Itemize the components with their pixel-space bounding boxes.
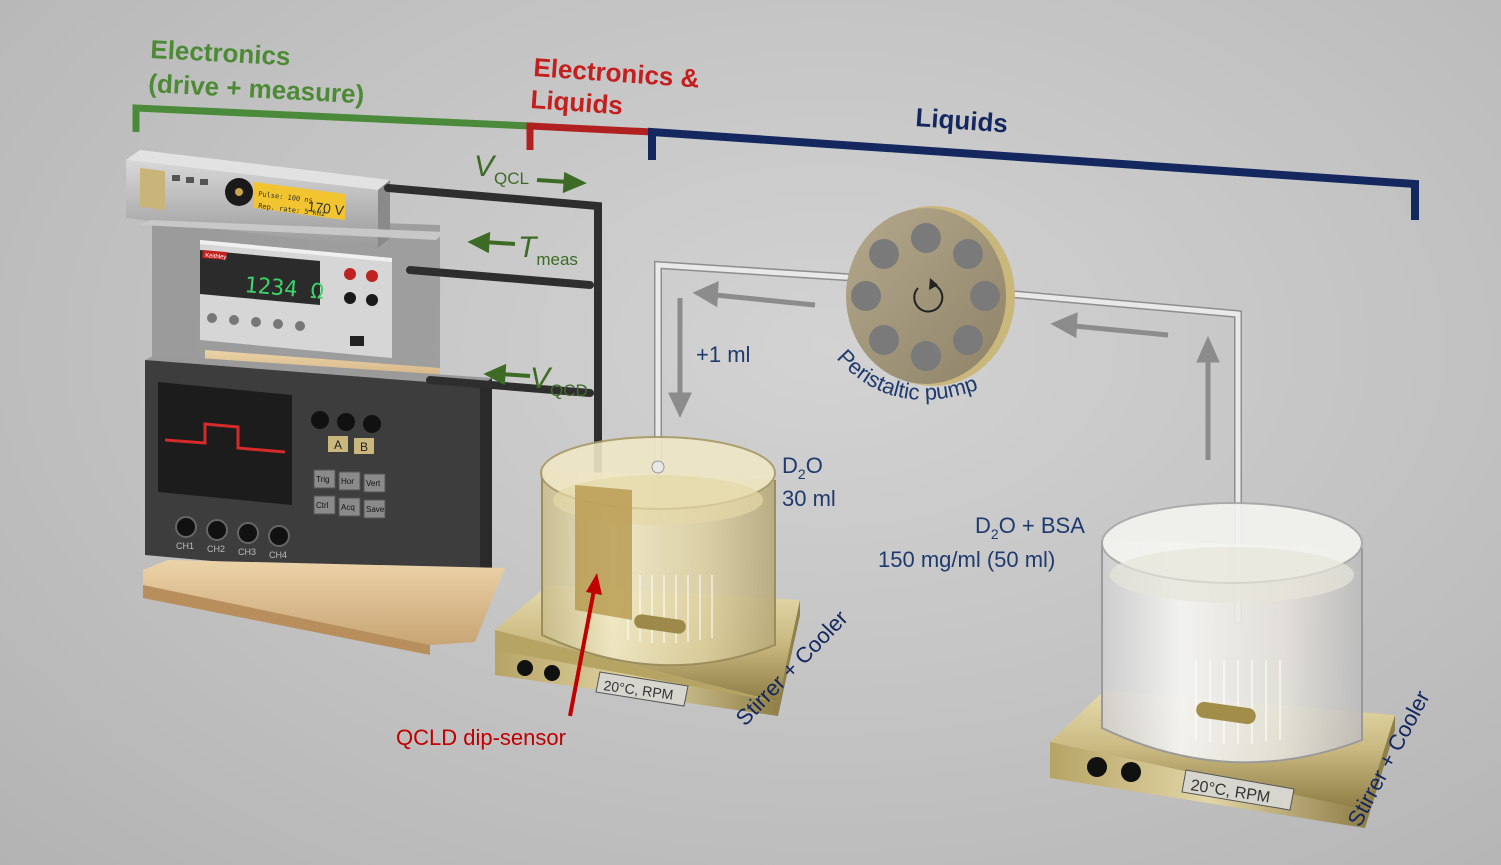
scope-key-label: Vert	[366, 479, 381, 488]
bracket-liquids	[648, 127, 1419, 220]
scope-channel-ch1: CH1	[175, 516, 197, 551]
flow-arrows	[668, 281, 1220, 460]
signal-tmeas-label: Tmeas	[518, 231, 578, 269]
flow-volume-label: +1 ml	[696, 342, 750, 367]
scope-key-acq: Acq	[338, 497, 361, 517]
scope-button-label: B	[360, 440, 368, 454]
oscilloscope-device	[145, 355, 492, 585]
scope-button-a: A	[328, 436, 348, 452]
scope-channel-ch4: CH4	[268, 525, 290, 560]
signal-vqcd-label: VQCD	[530, 362, 588, 400]
scope-key-ctrl: Ctrl	[313, 495, 336, 515]
signal-vqcl-label: VQCL	[474, 150, 529, 188]
scope-key-label: Hor	[341, 477, 354, 486]
sensor-pointer-arrow	[568, 573, 602, 717]
scope-key-hor: Hor	[338, 471, 361, 491]
scope-channel-ch2: CH2	[206, 519, 228, 554]
right-liquid-concentration: 150 mg/ml (50 ml)	[878, 547, 1055, 572]
right-stir-bar	[1196, 701, 1256, 725]
scope-button-label: A	[334, 438, 342, 452]
meter-brand-label: Keithley	[205, 253, 227, 261]
qcl-driver-device: Pulse: 100 ns Rep. rate: 5 kHz 170 V	[126, 150, 390, 248]
scope-channel-ch3: CH3	[237, 522, 259, 557]
scope-channel-label: CH2	[207, 544, 225, 554]
section-electronics-title: Electronics	[150, 34, 292, 71]
scope-key-label: Save	[366, 505, 385, 514]
left-stir-bar	[634, 614, 686, 634]
left-liquid-name: D2O	[782, 453, 823, 482]
left-liquid-volume: 30 ml	[782, 486, 836, 511]
section-electronics-subtitle: (drive + measure)	[148, 68, 365, 109]
right-beaker	[1101, 502, 1363, 764]
scope-channel-label: CH4	[269, 550, 287, 560]
signal-arrows	[467, 171, 587, 386]
scope-channel-label: CH1	[176, 541, 194, 551]
rack-cables	[384, 184, 602, 484]
section-liquids-title: Liquids	[915, 102, 1009, 138]
driver-voltage-display: 170 V	[307, 198, 346, 218]
scope-key-label: Trig	[316, 475, 329, 484]
peristaltic-pump	[846, 206, 1015, 386]
left-beaker	[540, 436, 776, 667]
rotation-icon	[913, 278, 944, 313]
scope-key-trig: Trig	[313, 469, 336, 489]
sensor-label: QCLD dip-sensor	[396, 725, 566, 750]
scope-key-label: Acq	[341, 503, 355, 512]
electronics-rack: Pulse: 100 ns Rep. rate: 5 kHz 170 V Kei…	[126, 150, 505, 655]
scope-channel-label: CH3	[238, 547, 256, 557]
scope-key-vert: Vert	[363, 473, 386, 493]
oscilloscope-trace	[164, 422, 286, 454]
scope-button-b: B	[354, 438, 374, 454]
scope-key-label: Ctrl	[316, 501, 329, 510]
dip-sensor-head	[575, 485, 632, 620]
scope-key-save: Save	[363, 499, 386, 519]
right-liquid-name: D2O + BSA	[975, 513, 1085, 542]
bracket-electronics-liquids	[526, 122, 656, 160]
scope-top-buttons	[311, 411, 381, 433]
keithley-meter-device: Keithley 1234 Ω	[200, 240, 392, 358]
bracket-electronics	[132, 104, 534, 150]
section-electronics-liquids-subtitle: Liquids	[530, 84, 624, 120]
